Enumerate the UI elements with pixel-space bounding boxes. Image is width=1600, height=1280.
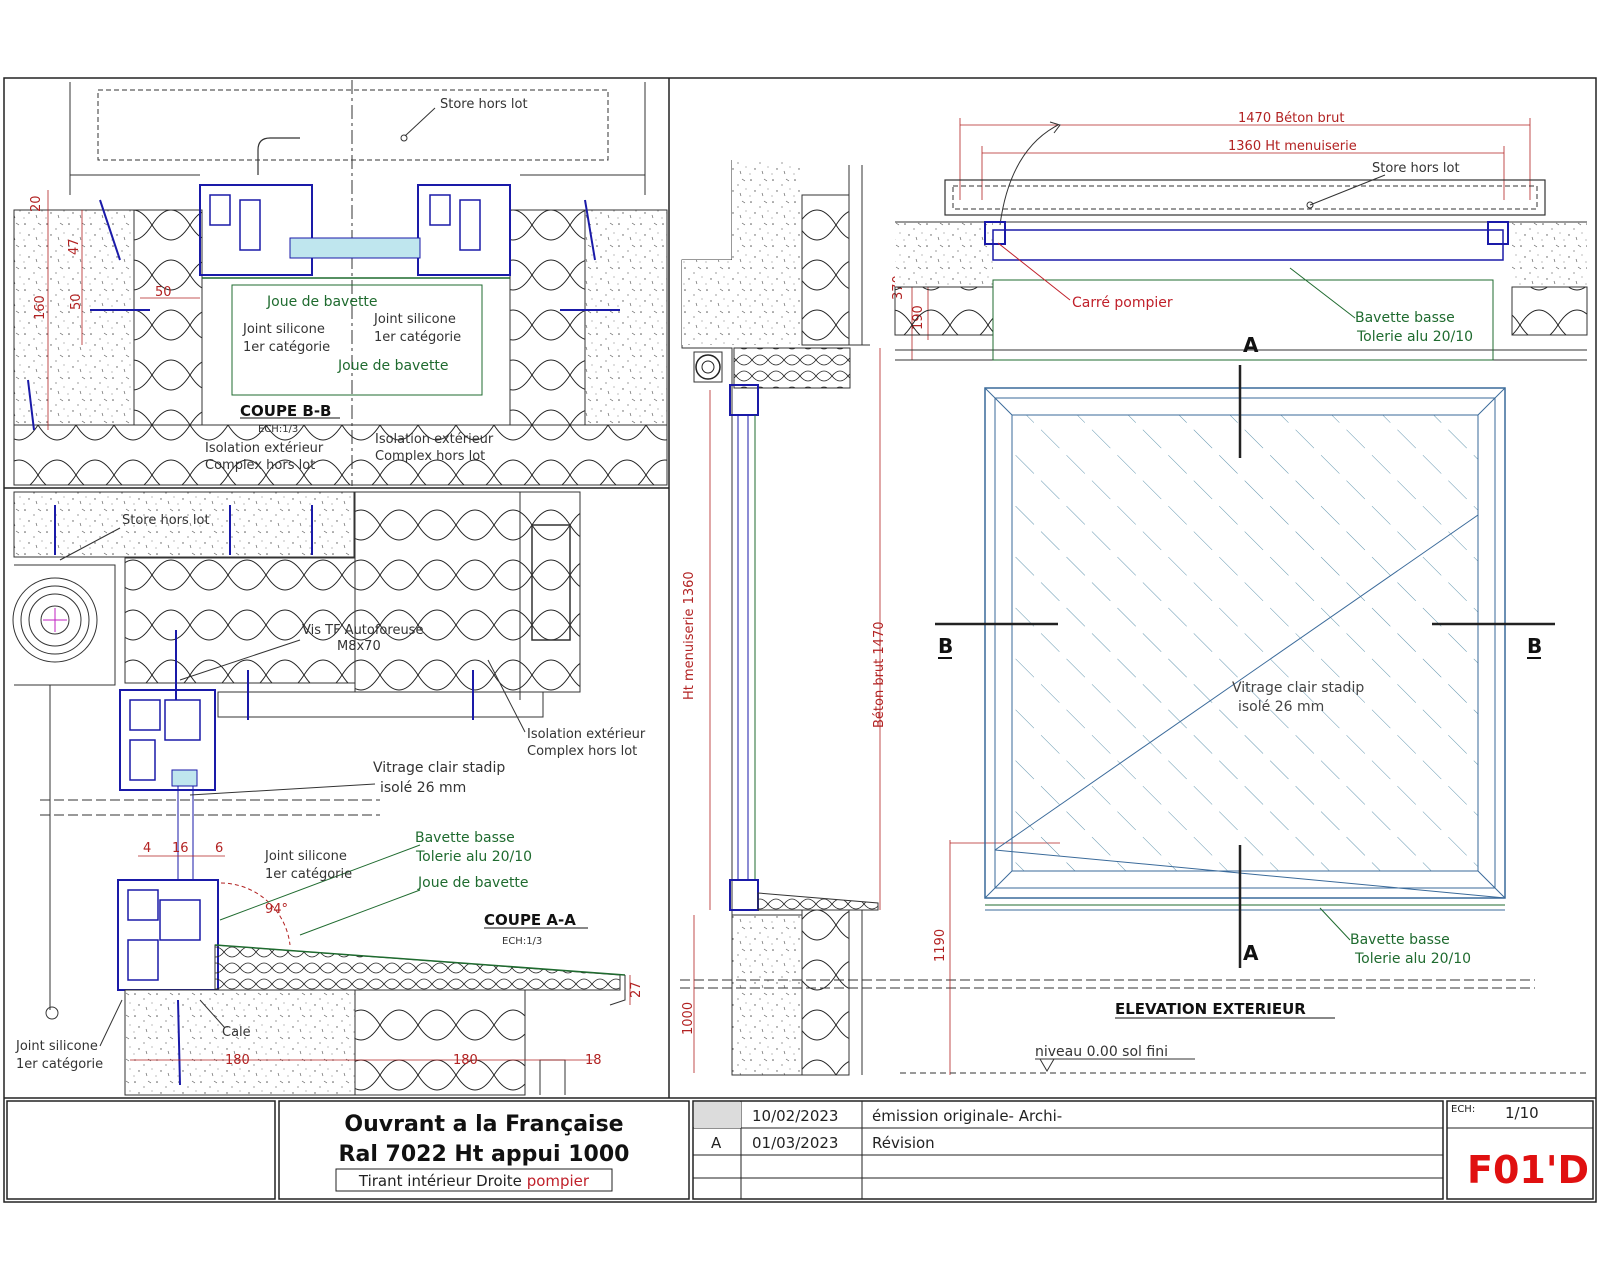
aa-vis-label-1: Vis TF Autoforeuse xyxy=(302,623,423,638)
bb-iso-left-1: Isolation extérieur xyxy=(205,441,324,456)
bb-joint-left-1: Joint silicone xyxy=(242,322,325,337)
cut-a-top: A xyxy=(1243,333,1259,357)
title-subtitle-red: pompier xyxy=(527,1172,590,1190)
aa-scale: ECH:1/3 xyxy=(502,936,542,947)
dim-aa-180b: 180 xyxy=(453,1053,478,1068)
dim-aa-angle: 94° xyxy=(265,902,288,917)
bb-iso-right-2: Complex hors lot xyxy=(375,449,485,464)
dim-bb-47: 47 xyxy=(67,238,82,255)
title-subtitle: Tirant intérieur Droite pompier xyxy=(358,1172,590,1190)
bb-joint-right-2: 1er catégorie xyxy=(374,330,461,345)
elev-niveau: niveau 0.00 sol fini xyxy=(1035,1044,1168,1060)
bb-store-label: Store hors lot xyxy=(440,97,528,112)
cut-a-bottom: A xyxy=(1243,941,1259,965)
elev-store-label: Store hors lot xyxy=(1372,161,1460,176)
aa-iso-label-1: Isolation extérieur xyxy=(527,727,646,742)
dim-elev-menuiserie: 1360 Ht menuiserie xyxy=(1228,139,1357,154)
dim-aa-27: 27 xyxy=(629,981,644,998)
dim-aa-16: 16 xyxy=(172,841,189,856)
dim-aa-6: 6 xyxy=(215,841,223,856)
title-block: Ouvrant a la Française Ral 7022 Ht appui… xyxy=(6,1100,1594,1200)
bb-title: COUPE B-B xyxy=(240,402,332,420)
bb-iso-right-1: Isolation extérieur xyxy=(375,432,494,447)
aa-title: COUPE A-A xyxy=(484,911,576,929)
dim-bb-50h: 50 xyxy=(155,285,172,300)
logo-box xyxy=(6,1100,276,1200)
cut-b-left: B xyxy=(938,634,953,658)
dim-bb-50v: 50 xyxy=(69,293,84,310)
dim-aa-18: 18 xyxy=(585,1053,602,1068)
aa-bav-label-1: Bavette basse xyxy=(415,830,515,846)
dim-elev-1190: 1190 xyxy=(933,929,948,962)
bb-iso-left-2: Complex hors lot xyxy=(205,458,315,473)
aa-joint-label-1: Joint silicone xyxy=(264,849,347,864)
dim-aa-180a: 180 xyxy=(225,1053,250,1068)
sheet-border xyxy=(3,77,1597,1203)
dim-bb-20: 20 xyxy=(29,195,44,212)
rev2-index: A xyxy=(711,1134,722,1152)
dim-bb-160: 160 xyxy=(33,295,48,320)
rev2-date: 01/03/2023 xyxy=(752,1134,838,1152)
elev-bav-bot-2: Tolerie alu 20/10 xyxy=(1354,951,1471,967)
coupe-aa: 4 16 6 27 180 180 18 94° Store hors lot … xyxy=(12,491,646,1096)
elev-vit-label-2: isolé 26 mm xyxy=(1238,699,1324,715)
ech-value: 1/10 xyxy=(1505,1104,1539,1122)
aa-vit-label-1: Vitrage clair stadip xyxy=(373,760,505,776)
bb-joint-right-1: Joint silicone xyxy=(373,312,456,327)
aa-joint-label-3: Joint silicone xyxy=(15,1039,98,1054)
aa-iso-label-2: Complex hors lot xyxy=(527,744,637,759)
elevation-exterieur: 1470 Béton brut 1360 Ht menuiserie 370 1… xyxy=(891,111,1590,1075)
dim-elev-beton: 1470 Béton brut xyxy=(1238,111,1345,126)
aa-vis-label-2: M8x70 xyxy=(337,639,381,654)
elev-bav-bot-1: Bavette basse xyxy=(1350,932,1450,948)
dim-aa-4: 4 xyxy=(143,841,151,856)
bb-joue-label-1: Joue de bavette xyxy=(266,294,378,310)
title-line-2: Ral 7022 Ht appui 1000 xyxy=(339,1142,630,1167)
cut-b-right: B xyxy=(1527,634,1542,658)
coupe-bb: 20 47 160 50 50 Store hors lot Joue de b… xyxy=(13,80,668,486)
bb-scale: ECH:1/3 xyxy=(258,424,298,435)
elev-vit-label-1: Vitrage clair stadip xyxy=(1232,680,1364,696)
elev-bav-top-2: Tolerie alu 20/10 xyxy=(1356,329,1473,345)
aa-store-label: Store hors lot xyxy=(122,513,210,528)
drawing-reference: F01'D xyxy=(1467,1148,1589,1192)
aa-joint-label-2: 1er catégorie xyxy=(265,867,352,882)
dim-section-1000: 1000 xyxy=(681,1002,696,1035)
aa-joint-label-4: 1er catégorie xyxy=(16,1057,103,1072)
title-subtitle-text: Tirant intérieur Droite xyxy=(358,1172,527,1190)
bb-joint-left-2: 1er catégorie xyxy=(243,340,330,355)
bb-joue-label-2: Joue de bavette xyxy=(337,358,449,374)
rev1-date: 10/02/2023 xyxy=(752,1107,838,1125)
rev1-desc: émission originale- Archi- xyxy=(872,1107,1062,1125)
aa-joue-label: Joue de bavette xyxy=(417,875,529,891)
dim-section-menuiserie: Ht menuiserie 1360 xyxy=(682,571,697,700)
dim-section-beton: Béton brut 1470 xyxy=(872,622,887,729)
glazing-panel xyxy=(1011,414,1479,872)
aa-bav-label-2: Tolerie alu 20/10 xyxy=(415,849,532,865)
elev-title: ELEVATION EXTERIEUR xyxy=(1115,1000,1306,1018)
elev-bav-top-1: Bavette basse xyxy=(1355,310,1455,326)
aa-vit-label-2: isolé 26 mm xyxy=(380,780,466,796)
aa-cale-label: Cale xyxy=(222,1025,251,1040)
rev2-desc: Révision xyxy=(872,1134,935,1152)
title-line-1: Ouvrant a la Française xyxy=(344,1112,623,1137)
ech-label: ECH: xyxy=(1451,1104,1475,1115)
vertical-section: Ht menuiserie 1360 Béton brut 1470 1000 xyxy=(680,160,1535,1076)
elev-carre-label: Carré pompier xyxy=(1072,295,1173,311)
